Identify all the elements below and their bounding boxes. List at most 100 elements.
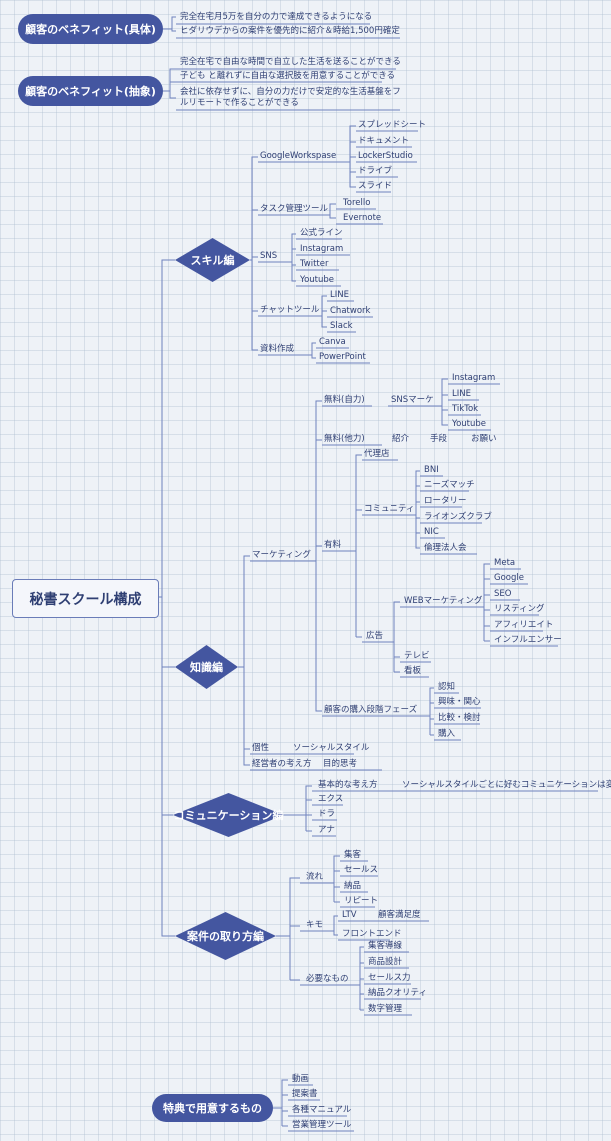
cases-node-label: 案件の取り方編 (187, 930, 264, 943)
root-node: 秘書スクール構成 (12, 579, 159, 618)
knowledge-community-item: NIC (424, 527, 439, 537)
skill-item: LINE (330, 290, 349, 300)
bonus-pill: 特典で用意するもの (152, 1094, 273, 1122)
skill-item: Canva (319, 337, 346, 347)
knowledge-sns-item: Instagram (452, 373, 496, 383)
communication-basic-note: ソーシャルスタイルごとに好むコミュニケーションは変わる (402, 780, 611, 790)
knowledge-web-item: リスティング (494, 604, 545, 614)
knowledge-node-label: 知識編 (190, 661, 223, 674)
skill-item: Twitter (300, 259, 329, 269)
cases-flow-item: セールス (344, 865, 379, 875)
cases-flow-item: リピート (344, 896, 379, 906)
cases-satisfaction: 顧客満足度 (378, 910, 421, 920)
knowledge-community-item: ライオンズクラブ (424, 512, 492, 522)
skill-item: PowerPoint (319, 352, 366, 362)
skill-item: Youtube (300, 275, 334, 285)
communication-item: エクス (318, 794, 344, 804)
knowledge-free-other: 無料(他力) (324, 434, 365, 444)
cases-needs-item: 集客導線 (368, 941, 403, 951)
skill-item: スプレッドシート (358, 120, 427, 130)
cases-key: キモ (306, 920, 324, 930)
cases-frontend: フロントエンド (342, 929, 402, 939)
knowledge-community-item: BNI (424, 465, 439, 475)
skill-item: スライド (358, 181, 393, 191)
knowledge-phases: 顧客の購入段階フェーズ (324, 705, 418, 715)
communication-node-label: コミュニケーション編 (173, 809, 284, 822)
knowledge-chain-item: お願い (471, 434, 497, 444)
knowledge-community-item: 倫理法人会 (424, 543, 467, 553)
benefit-concrete-pill: 顧客のベネフィット(具体) (18, 14, 163, 44)
skill-node-label: スキル編 (190, 254, 235, 267)
cases-flow-item: 納品 (344, 881, 362, 891)
knowledge-sns-item: Youtube (452, 419, 486, 429)
knowledge-web-item: Meta (494, 558, 516, 568)
skill-item: LockerStudio (358, 151, 413, 161)
skill-item: Chatwork (330, 306, 371, 316)
benefit-concrete-item: ヒダリウデからの案件を優先的に紹介＆時給1,500円確定 (180, 26, 400, 36)
knowledge-purpose: 目的思考 (323, 759, 358, 769)
communication-item: アナ (318, 825, 335, 835)
cases-needs-item: セールス力 (368, 973, 411, 983)
skill-item: Torello (343, 198, 371, 208)
cases-node: 案件の取り方編 (175, 912, 276, 960)
knowledge-community-item: ニーズマッチ (424, 480, 475, 490)
bonus-item: 営業管理ツール (292, 1120, 352, 1130)
knowledge-phase-item: 認知 (438, 682, 456, 692)
cases-needs: 必要なもの (306, 974, 349, 984)
benefit-abstract-item: 会社に依存せずに、自分の力だけで安定的な生活基盤をフルリモートで作ることができる (180, 87, 401, 108)
knowledge-community: コミュニティ (364, 504, 415, 514)
communication-item: ドラ (318, 809, 336, 819)
skill-doc: 資料作成 (260, 344, 295, 354)
skill-item: Instagram (300, 244, 344, 254)
knowledge-node: 知識編 (175, 645, 238, 689)
knowledge-sns-item: TikTok (452, 404, 479, 414)
skill-task: タスク管理ツール (260, 204, 329, 214)
knowledge-ad: 広告 (366, 631, 384, 641)
knowledge-chain-item: 紹介 (392, 434, 410, 444)
communication-basic: 基本的な考え方 (318, 780, 378, 790)
knowledge-web: WEBマーケティング (404, 596, 483, 606)
knowledge-personality: 個性 (252, 743, 270, 753)
cases-ltv: LTV (342, 910, 357, 920)
bonus-item: 提案書 (292, 1089, 318, 1099)
bonus-item: 各種マニュアル (292, 1105, 352, 1115)
knowledge-sns-item: LINE (452, 389, 471, 399)
skill-item: ドキュメント (358, 136, 410, 146)
skill-google: GoogleWorkspase (260, 151, 337, 161)
skill-item: ドライブ (358, 166, 393, 176)
knowledge-paid: 有料 (324, 540, 342, 550)
knowledge-web-item: インフルエンサー (494, 635, 562, 645)
knowledge-phase-item: 購入 (438, 729, 456, 739)
cases-needs-item: 数字管理 (368, 1004, 403, 1014)
skill-item: Slack (330, 321, 353, 331)
bonus-item: 動画 (292, 1074, 310, 1084)
benefit-concrete-item: 完全在宅月5万を自分の力で達成できるようになる (180, 12, 373, 22)
benefit-abstract-item: 子ども と離れずに自由な選択肢を用意することができる (180, 71, 396, 81)
cases-flow-item: 集客 (344, 850, 362, 860)
knowledge-manager: 経営者の考え方 (252, 759, 312, 769)
knowledge-sns-market: SNSマーケ (391, 395, 434, 405)
knowledge-chain-item: 手段 (430, 434, 448, 444)
cases-needs-item: 商品設計 (368, 957, 403, 967)
knowledge-marketing: マーケティング (252, 550, 311, 560)
benefit-abstract-pill: 顧客のベネフィット(抽象) (18, 76, 163, 106)
knowledge-social-style: ソーシャルスタイル (293, 743, 370, 753)
cases-flow: 流れ (306, 872, 324, 882)
knowledge-community-item: ロータリー (424, 496, 467, 506)
knowledge-billboard: 看板 (404, 666, 422, 676)
knowledge-web-item: アフィリエイト (494, 620, 554, 630)
communication-node: コミュニケーション編 (173, 793, 284, 837)
skill-item: 公式ライン (300, 228, 343, 238)
knowledge-web-item: SEO (494, 589, 512, 599)
knowledge-web-item: Google (494, 573, 524, 583)
skill-item: Evernote (343, 213, 382, 223)
benefit-abstract-item: 完全在宅で自由な時間で自立した生活を送ることができる (180, 57, 401, 67)
knowledge-tv: テレビ (404, 651, 430, 661)
knowledge-free-self: 無料(自力) (324, 395, 365, 405)
knowledge-phase-item: 比較・検討 (438, 713, 481, 723)
skill-sns: SNS (260, 251, 278, 261)
skill-node: スキル編 (175, 238, 250, 282)
knowledge-agency: 代理店 (364, 449, 390, 459)
cases-needs-item: 納品クオリティ (368, 988, 427, 998)
